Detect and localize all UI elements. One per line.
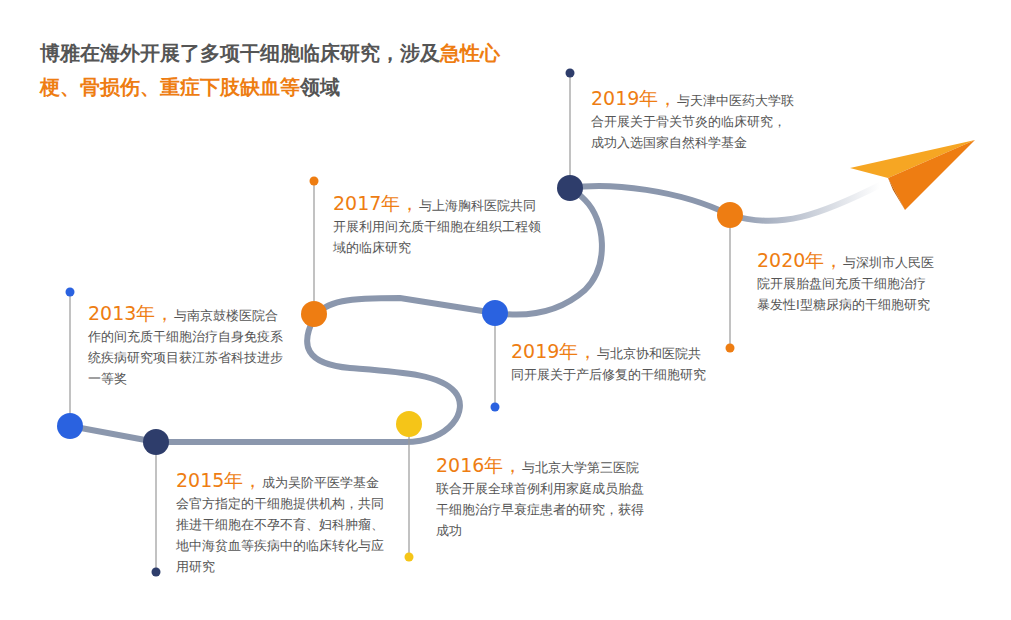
milestone-year: 2013年， — [88, 302, 174, 324]
milestone-year: 2016年， — [436, 454, 522, 476]
pin-lines — [70, 77, 730, 568]
road-trail — [730, 185, 880, 221]
milestone-text: 2019年，与北京协和医院共同开展关于产后修复的干细胞研究 — [511, 341, 711, 385]
paper-plane — [850, 140, 975, 210]
milestone-text: 2013年，与南京鼓楼医院合作的间充质干细胞治疗自身免疫系统疾病研究项目获江苏省… — [88, 303, 288, 389]
road-path — [70, 186, 730, 442]
milestone-circles — [57, 175, 743, 455]
milestone-year: 2020年， — [757, 249, 843, 271]
milestone-text: 2019年，与天津中医药大学联合开展关于骨关节炎的临床研究，成功入选国家自然科学… — [591, 88, 796, 153]
milestone-text: 2020年，与深圳市人民医院开展胎盘间充质干细胞治疗暴发性I型糖尿病的干细胞研究 — [757, 250, 937, 315]
milestone-year: 2017年， — [333, 192, 419, 214]
milestone-text: 2017年，与上海胸科医院共同开展利用间充质干细胞在组织工程领域的临床研究 — [333, 193, 541, 258]
milestone-year: 2019年， — [591, 87, 677, 109]
milestone-text: 2015年，成为吴阶平医学基金会官方指定的干细胞提供机构，共同推进干细胞在不孕不… — [176, 470, 388, 577]
page-title: 博雅在海外开展了多项干细胞临床研究，涉及急性心梗、骨损伤、重症下肢缺血等领域 — [40, 36, 510, 104]
milestone-text: 2016年，与北京大学第三医院联合开展全球首例利用家庭成员胎盘干细胞治疗早衰症患… — [436, 455, 644, 541]
milestone-year: 2015年， — [176, 469, 262, 491]
milestone-year: 2019年， — [511, 340, 597, 362]
